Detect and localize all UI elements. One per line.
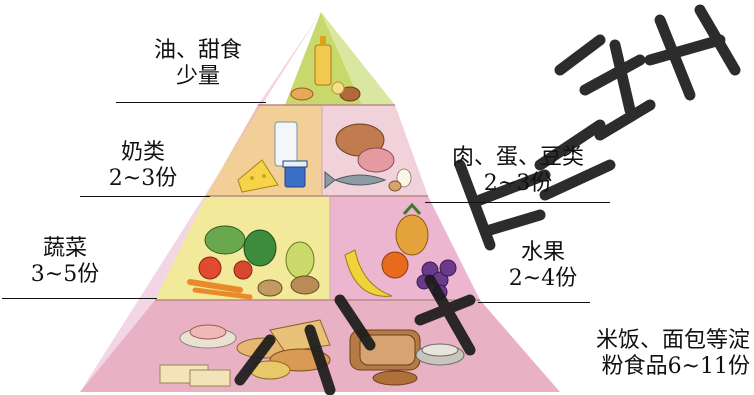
oil-bottle-icon [314, 36, 332, 86]
meat-label: 肉、蛋、豆类 2~3份 [418, 145, 618, 197]
grains-title-line1: 米饭、面包等淀 [595, 328, 750, 353]
fruit-label: 水果 2~4份 [488, 240, 598, 292]
cheese-icon [237, 159, 279, 193]
fish-icon [324, 170, 387, 190]
watermark [234, 4, 741, 395]
tier-vegetables [155, 196, 330, 300]
ham-icon [357, 147, 395, 173]
grains-title-line2: 粉食品6~11份 [601, 354, 750, 379]
oils-servings: 少量 [175, 64, 220, 89]
fruit-servings: 2~4份 [508, 266, 578, 291]
fruit-title: 水果 [520, 240, 565, 265]
yogurt-cup-icon [282, 160, 308, 188]
grains-label: 米饭、面包等淀 粉食品6~11份 [536, 328, 750, 380]
meat-title: 肉、蛋、豆类 [451, 145, 584, 170]
fruit-underline [478, 302, 590, 303]
vegetables-title: 蔬菜 [42, 236, 87, 261]
vegetables-icon [187, 225, 320, 300]
milk-servings: 2~3份 [108, 166, 178, 191]
vegetables-underline [2, 298, 157, 299]
oils-underline [116, 102, 266, 103]
oils-title: 油、甜食 [153, 38, 242, 63]
milk-title: 奶类 [120, 140, 165, 165]
milk-label: 奶类 2~3份 [88, 140, 198, 192]
milk-glass-icon [274, 121, 298, 167]
vegetables-servings: 3~5份 [30, 262, 100, 287]
vegetables-label: 蔬菜 3~5份 [10, 236, 120, 288]
meat-servings: 2~3份 [483, 171, 553, 196]
meat-underline [425, 202, 610, 203]
milk-underline [80, 196, 210, 197]
sweets-icon [290, 81, 361, 102]
oils-label: 油、甜食 少量 [138, 38, 258, 90]
eggs-icon [388, 168, 412, 192]
